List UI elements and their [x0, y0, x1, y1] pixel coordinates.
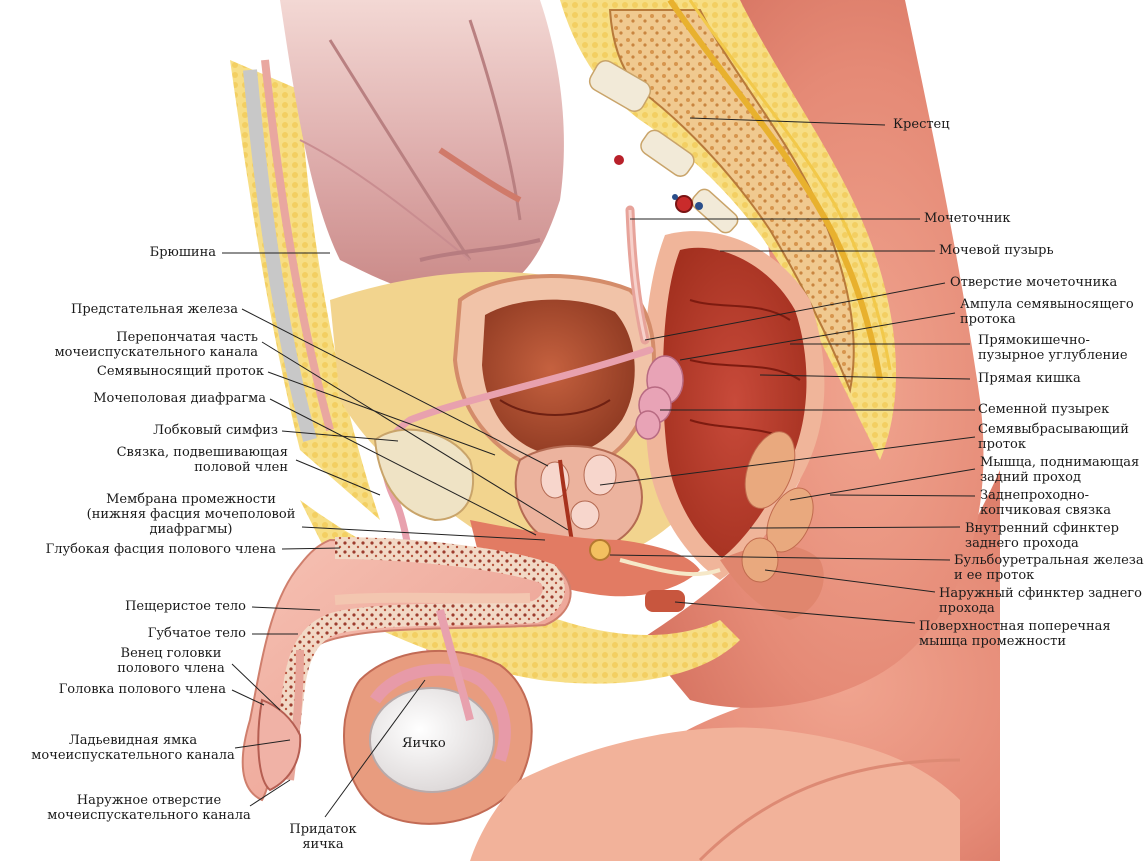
label-urogenital-diaphragm: Мочеполовая диафрагма — [93, 391, 266, 406]
label-corpus-spongiosum: Губчатое тело — [147, 626, 246, 641]
label-internal-sphincter-line1: Внутренний сфинктер — [965, 521, 1119, 536]
label-corona: Венец головки полового члена — [108, 646, 234, 676]
label-corona-line1: Венец головки — [120, 646, 222, 661]
label-perineal-line2: (нижняя фасция мочеполовой — [86, 507, 296, 522]
label-prostate: Предстательная железа — [71, 302, 238, 317]
label-bulbourethral-line1: Бульбоуретральная железа — [954, 553, 1144, 568]
label-bulbourethral-gland: Бульбоуретральная железа и ее проток — [954, 553, 1144, 583]
label-external-sphincter-line1: Наружный сфинктер заднего — [939, 586, 1142, 601]
label-meatus-line1: Наружное отверстие — [76, 793, 222, 808]
label-testis: Яичко — [402, 736, 446, 751]
label-pubic-symphysis: Лобковый симфиз — [153, 423, 278, 438]
label-rectovesical-pouch: Прямокишечно- пузырное углубление — [978, 333, 1128, 363]
label-anococcygeal-line2: копчиковая связка — [980, 503, 1111, 518]
label-rectovesical-line2: пузырное углубление — [978, 348, 1128, 363]
label-transverse-line2: мышца промежности — [919, 634, 1066, 649]
label-transverse-perineal: Поверхностная поперечная мышца промежнос… — [919, 619, 1111, 649]
label-membranous-urethra: Перепончатая часть мочеиспускательного к… — [0, 330, 258, 360]
label-internal-sphincter: Внутренний сфинктер заднего прохода — [965, 521, 1119, 551]
label-ejaculatory-line2: проток — [978, 437, 1026, 452]
label-suspensory-line1: Связка, подвешивающая — [116, 445, 288, 460]
label-suspensory-line2: половой член — [194, 460, 288, 475]
label-corpus-cavernosum: Пещеристое тело — [125, 599, 246, 614]
label-membranous-line2: мочеиспускательного канала — [54, 345, 258, 360]
label-ampulla-line2: протока — [960, 312, 1016, 327]
label-rectovesical-line1: Прямокишечно- — [978, 333, 1090, 348]
label-glans: Головка полового члена — [58, 682, 226, 697]
label-ampulla: Ампула семявыносящего протока — [960, 297, 1134, 327]
label-epididymis-line1: Придаток — [289, 822, 357, 837]
label-navicular-line1: Ладьевидная ямка — [68, 733, 198, 748]
label-external-sphincter-line2: прохода — [939, 601, 995, 616]
label-perineal-line3: диафрагмы) — [149, 522, 233, 537]
label-transverse-line1: Поверхностная поперечная — [919, 619, 1111, 634]
label-external-meatus: Наружное отверстие мочеиспускательного к… — [46, 793, 252, 823]
label-anococcygeal-line1: Заднепроходно- — [980, 488, 1090, 503]
label-levator-ani: Мышца, поднимающая задний проход — [980, 455, 1139, 485]
label-anococcygeal-ligament: Заднепроходно- копчиковая связка — [980, 488, 1111, 518]
label-external-sphincter: Наружный сфинктер заднего прохода — [939, 586, 1142, 616]
label-ejaculatory-line1: Семявыбрасывающий — [978, 422, 1129, 437]
label-meatus-line2: мочеиспускательного канала — [47, 808, 251, 823]
label-sacrum: Крестец — [893, 117, 950, 132]
label-vas-deferens: Семявыносящий проток — [96, 364, 264, 379]
label-corona-line2: полового члена — [117, 661, 225, 676]
label-epididymis-line2: яичка — [302, 837, 344, 852]
label-ampulla-line1: Ампула семявыносящего — [960, 297, 1134, 312]
label-epididymis: Придаток яичка — [280, 822, 366, 852]
label-seminal-vesicle: Семенной пузырек — [978, 402, 1110, 417]
label-membranous-line1: Перепончатая часть — [116, 330, 258, 345]
label-perineal-membrane: Мембрана промежности (нижняя фасция моче… — [78, 492, 304, 537]
label-ureter-orifice: Отверстие мочеточника — [950, 275, 1118, 290]
label-ejaculatory-duct: Семявыбрасывающий проток — [978, 422, 1129, 452]
label-internal-sphincter-line2: заднего прохода — [965, 536, 1079, 551]
label-bucks-fascia: Глубокая фасция полового члена — [45, 542, 276, 557]
label-ureter: Мочеточник — [924, 211, 1011, 226]
label-rectum: Прямая кишка — [978, 371, 1081, 386]
label-suspensory-ligament: Связка, подвешивающая половой член — [0, 445, 288, 475]
label-navicular-fossa: Ладьевидная ямка мочеиспускательного кан… — [30, 733, 236, 763]
label-levator-line2: задний проход — [980, 470, 1081, 485]
label-peritoneum: Брюшина — [149, 245, 216, 260]
label-bulbourethral-line2: и ее проток — [954, 568, 1035, 583]
label-levator-line1: Мышца, поднимающая — [980, 455, 1140, 470]
label-navicular-line2: мочеиспускательного канала — [31, 748, 235, 763]
label-perineal-line1: Мембрана промежности — [106, 492, 276, 507]
label-bladder: Мочевой пузырь — [939, 243, 1054, 258]
